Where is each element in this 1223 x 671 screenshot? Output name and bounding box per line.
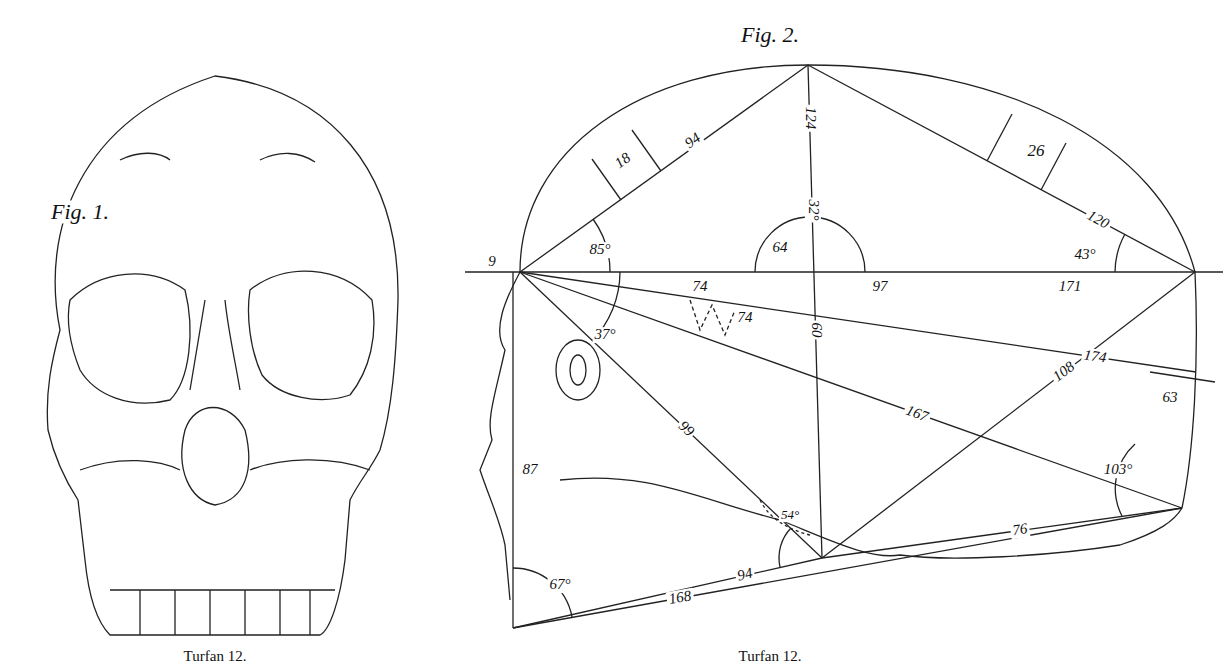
measure-number: 168 [666, 588, 695, 608]
measure-number: 9 [486, 254, 498, 270]
measure-number: 60 [808, 321, 824, 340]
measure-number: 94 [681, 129, 706, 153]
measure-number: 74 [691, 279, 710, 295]
measure-number: 171 [1057, 279, 1084, 295]
figure-title: Fig. 1. [49, 200, 111, 223]
measure-number: 108 [1049, 358, 1080, 387]
angle-label: 85° [588, 242, 613, 258]
measure-number: 87 [521, 462, 540, 478]
measure-number: 174 [1081, 347, 1109, 366]
measure-number: 74 [736, 310, 755, 326]
craniogram [465, 65, 1223, 628]
measure-number: 124 [802, 105, 818, 132]
measure-number: 32° [805, 198, 821, 223]
measure-number: 63 [1161, 390, 1180, 406]
angle-label: 43° [1073, 247, 1098, 263]
measure-number: 120 [1083, 207, 1114, 233]
angle-label: 64 [771, 240, 790, 256]
measure-number: 26 [1026, 142, 1047, 160]
frontal-skull [47, 76, 398, 635]
angle-label: 103° [1102, 462, 1135, 478]
measure-number: 97 [871, 279, 890, 295]
measure-number: 167 [902, 402, 932, 426]
angle-label: 37° [593, 327, 618, 343]
measure-number: 94 [734, 565, 756, 585]
angle-label: 67° [548, 577, 573, 593]
measure-number: 76 [1009, 521, 1030, 539]
figure-title: Fig. 2. [739, 23, 801, 46]
caption-label: Turfan 12. [182, 649, 249, 665]
angle-label: 54° [779, 508, 801, 522]
caption-label: Turfan 12. [737, 649, 804, 665]
measure-number: 18 [611, 149, 636, 173]
